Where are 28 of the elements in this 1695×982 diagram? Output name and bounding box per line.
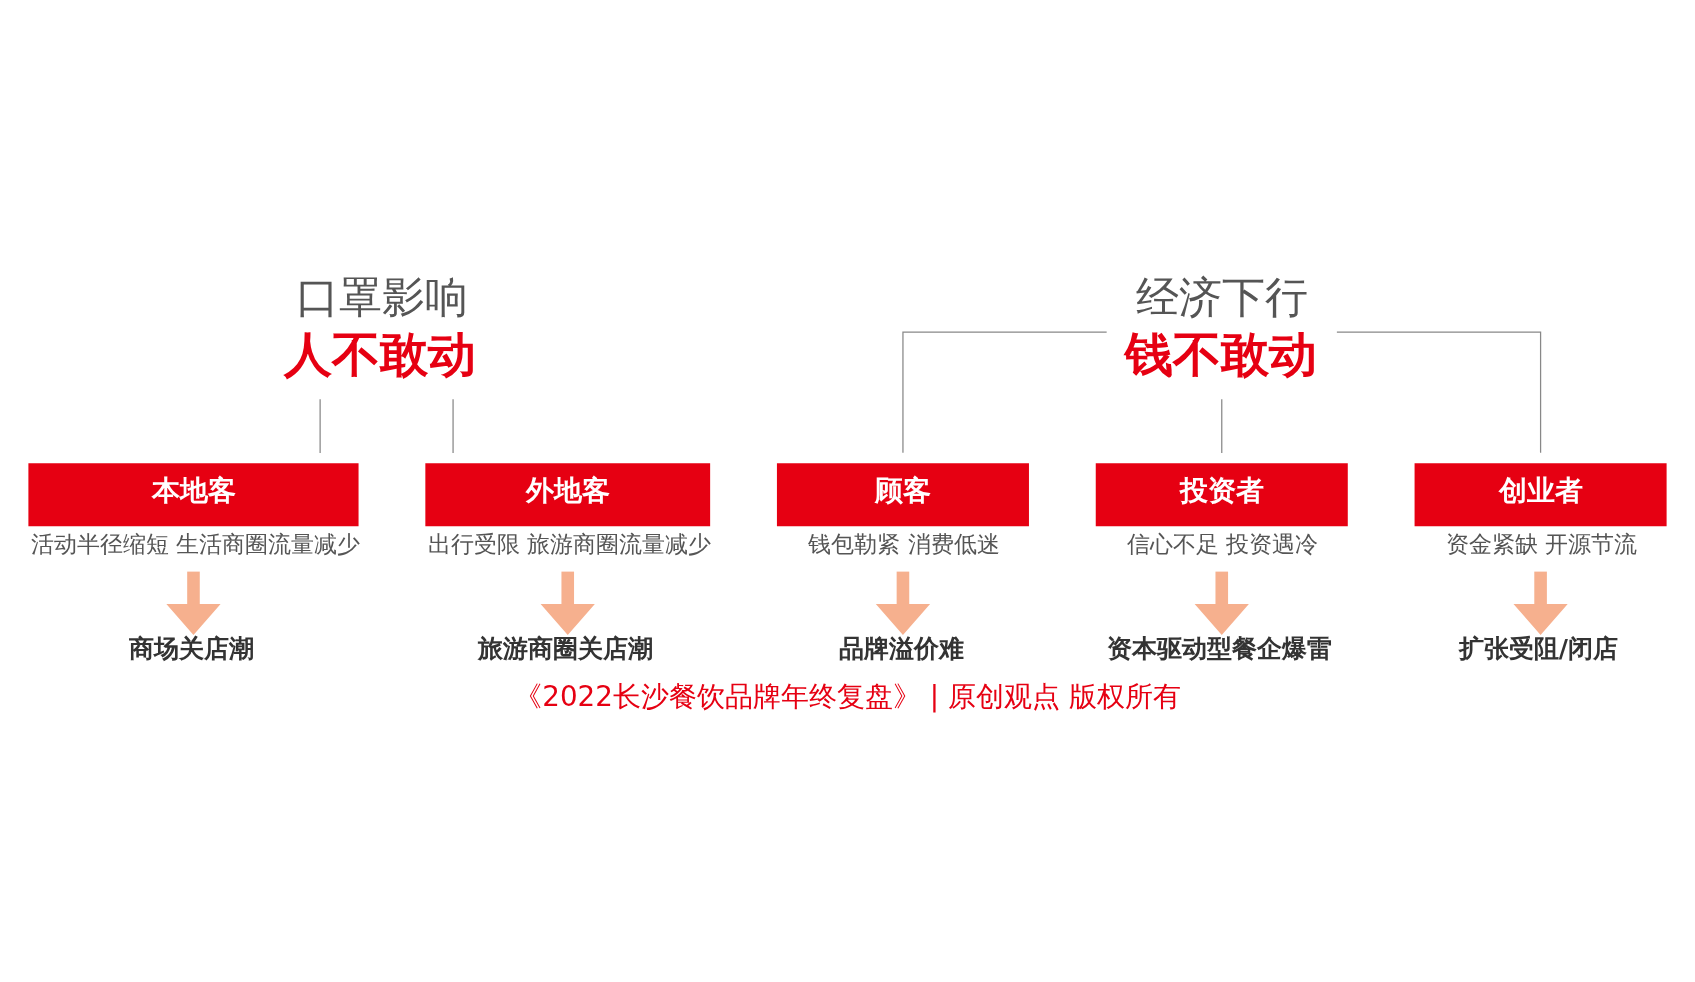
node-box: 顾客 — [776, 462, 1029, 526]
node-box: 本地客 — [28, 462, 359, 526]
node-box: 创业者 — [1414, 462, 1667, 526]
node-text: 商场关店潮 — [129, 633, 255, 663]
node-box: 投资者 — [1095, 462, 1348, 526]
node-text: 经济下行 钱不敢动 — [1124, 271, 1317, 382]
connector — [902, 330, 1108, 453]
arrow — [1194, 571, 1249, 635]
node-text: 旅游商圈关店潮 — [478, 633, 654, 663]
node-text: 扩张受阻/闭店 — [1458, 633, 1618, 663]
node-label: 活动半径缩短 生活商圈流量减少 — [30, 530, 361, 557]
node-label: 钱包勒紧 消费低迷 — [808, 530, 1000, 557]
node-label: 信心不足 投资遇冷 — [1127, 530, 1319, 557]
connector — [1336, 330, 1542, 453]
node-box: 外地客 — [425, 462, 711, 526]
connector — [319, 398, 321, 454]
caption: 《2022长沙餐饮品牌年终复盘》 | 原创观点 版权所有 — [514, 679, 1181, 713]
connector — [452, 398, 454, 454]
node-text: 资本驱动型餐企爆雷 — [1107, 633, 1333, 663]
arrow — [540, 571, 595, 635]
connector — [1221, 398, 1223, 454]
node-label: 资金紧缺 开源节流 — [1446, 530, 1638, 557]
node-text: 品牌溢价难 — [838, 633, 964, 663]
node-text: 口罩影响 人不敢动 — [284, 271, 477, 382]
node-label: 出行受限 旅游商圈流量减少 — [427, 530, 712, 557]
arrow — [166, 571, 221, 635]
arrow — [1513, 571, 1568, 635]
arrow — [875, 571, 931, 635]
